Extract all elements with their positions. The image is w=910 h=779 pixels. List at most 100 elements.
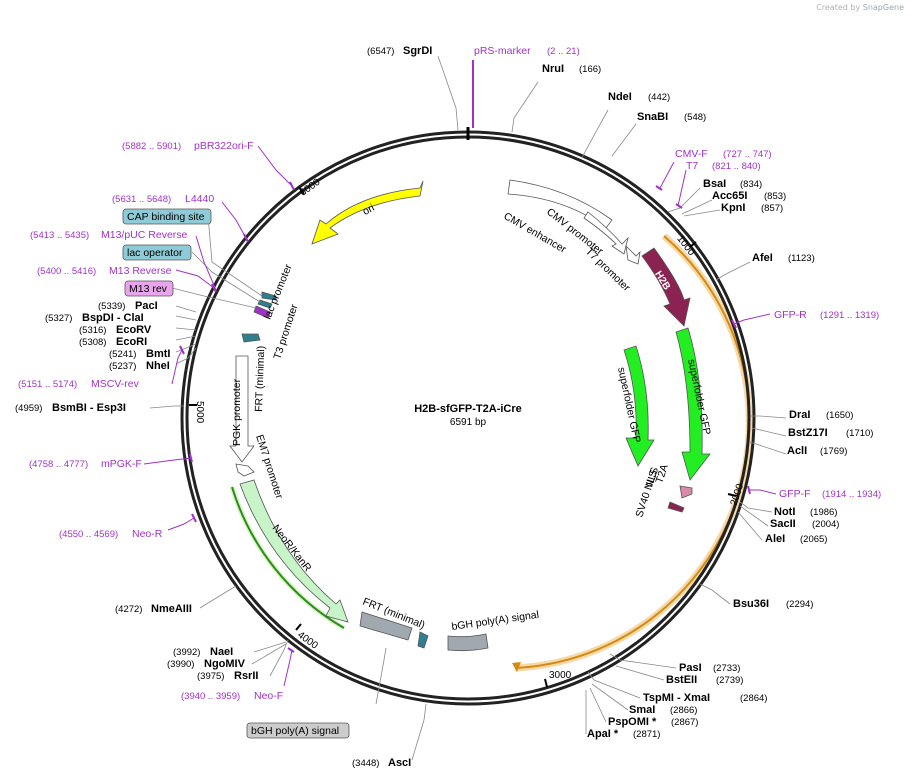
enzyme-pos: (2065) bbox=[800, 534, 827, 545]
leader-line bbox=[207, 215, 263, 297]
primer-line bbox=[283, 649, 293, 687]
m13-rev-label: M13 rev bbox=[129, 283, 168, 295]
enzyme-labels: (6547) SgrDI NruI (166) NdeI (442) SnaBI… bbox=[15, 45, 873, 769]
tick-3000: 3000 bbox=[549, 670, 572, 681]
leader-line bbox=[715, 261, 751, 281]
leader-line bbox=[589, 687, 607, 723]
primer-line bbox=[257, 145, 293, 187]
primer-line bbox=[195, 235, 217, 291]
bgh-polya-box-label: bGH poly(A) signal bbox=[251, 725, 339, 737]
leader-line bbox=[699, 583, 731, 605]
enzyme-name: ApaI * bbox=[587, 728, 619, 740]
primer-name: mPGK-F bbox=[101, 458, 142, 470]
leader-line bbox=[171, 287, 257, 309]
snapgene-brand: SnapGene bbox=[862, 3, 904, 12]
enzyme-name: AleI bbox=[765, 533, 785, 545]
enzyme-pos: (857) bbox=[761, 203, 783, 214]
enzyme-pos: (3448) bbox=[352, 758, 379, 769]
enzyme-name: NmeAIII bbox=[151, 603, 192, 615]
leader-line bbox=[175, 327, 197, 331]
plasmid-size: 6591 bp bbox=[450, 417, 487, 428]
primer-mark bbox=[189, 453, 193, 463]
enzyme-pos: (853) bbox=[764, 191, 786, 202]
primer-line bbox=[143, 457, 193, 465]
primer-mark bbox=[675, 203, 683, 209]
leader-line bbox=[175, 347, 197, 365]
enzyme-pos: (5308) bbox=[79, 337, 106, 348]
leader-line bbox=[587, 671, 641, 699]
enzyme-name: DraI bbox=[789, 409, 810, 421]
cmv-promoter-arrow bbox=[583, 211, 629, 255]
t2a-arrow bbox=[679, 485, 693, 499]
primer-line bbox=[733, 313, 771, 325]
tick-mark bbox=[544, 678, 548, 688]
primer-name: Neo-R bbox=[132, 528, 163, 540]
enzyme-name: PasI bbox=[679, 662, 702, 674]
leader-line bbox=[175, 335, 197, 341]
enzyme-pos: (834) bbox=[740, 179, 762, 190]
primer-range: (1914 .. 1934) bbox=[822, 489, 881, 500]
enzyme-pos: (2294) bbox=[786, 599, 813, 610]
ori-arrow bbox=[311, 180, 424, 245]
leader-line bbox=[411, 703, 427, 761]
enzyme-name: KpnI bbox=[721, 202, 745, 214]
snapgene-credit: Created by SnapGene bbox=[816, 3, 904, 12]
neo-arrow bbox=[239, 479, 349, 623]
leader-line bbox=[667, 187, 701, 213]
enzyme-pos: (2864) bbox=[740, 693, 767, 704]
frt-minimal-label-2: FRT (minimal) bbox=[253, 346, 267, 413]
leader-line bbox=[737, 511, 763, 541]
frt-small-arrow bbox=[417, 631, 429, 649]
primer-mark bbox=[191, 513, 197, 523]
enzyme-name: NruI bbox=[542, 63, 564, 75]
pgk-promoter-label: PGK promoter bbox=[231, 378, 243, 446]
enzyme-pos: (5241) bbox=[109, 349, 136, 360]
primer-name: CMV-F bbox=[675, 148, 708, 160]
pgk-promoter-arrow bbox=[229, 355, 255, 463]
enzyme-name: BsaI bbox=[703, 178, 726, 190]
primer-range: (5151 .. 5174) bbox=[18, 379, 77, 390]
enzyme-name: SacII bbox=[770, 518, 796, 530]
sv40-nls-label: SV40 NLS bbox=[633, 469, 660, 519]
primer-line bbox=[750, 489, 777, 495]
leader-line bbox=[750, 415, 787, 419]
primer-name: M13/pUC Reverse bbox=[101, 229, 188, 241]
leader-line bbox=[375, 647, 387, 705]
lac-operator-mark bbox=[257, 299, 273, 309]
leader-line bbox=[437, 55, 459, 131]
sfgfp-arrow-1 bbox=[675, 327, 711, 481]
lac-operator-label: lac operator bbox=[127, 247, 183, 259]
enzyme-name: NotI bbox=[774, 506, 795, 518]
enzyme-name: AfeI bbox=[752, 252, 773, 264]
enzyme-name: EcoRV bbox=[116, 324, 152, 336]
enzyme-pos: (5339) bbox=[98, 301, 125, 312]
enzyme-name: BmtI bbox=[146, 348, 170, 360]
primer-labels: pRS-marker (2 .. 21) CMV-F (727 .. 747) … bbox=[18, 45, 881, 702]
enzyme-name: AclI bbox=[787, 445, 807, 457]
enzyme-name: NgoMIV bbox=[204, 658, 246, 670]
primer-line bbox=[221, 201, 247, 239]
enzyme-name: SnaBI bbox=[637, 111, 668, 123]
leader-line bbox=[191, 251, 261, 303]
primer-marks bbox=[179, 181, 751, 653]
plasmid-name: H2B-sfGFP-T2A-iCre bbox=[414, 403, 522, 415]
enzyme-name: BstZ17I bbox=[788, 427, 828, 439]
leader-line bbox=[269, 639, 289, 677]
leader-line bbox=[149, 405, 184, 409]
enzyme-pos: (5237) bbox=[109, 361, 136, 372]
primer-range: (821 .. 840) bbox=[712, 161, 761, 172]
enzyme-name: TspMI - XmaI bbox=[643, 692, 710, 704]
enzyme-pos: (2866) bbox=[670, 705, 697, 716]
nls-arrow bbox=[667, 501, 685, 513]
leader-line bbox=[175, 343, 197, 353]
leader-line bbox=[749, 441, 787, 455]
enzyme-name: RsrII bbox=[234, 670, 258, 682]
leader-line bbox=[591, 683, 629, 711]
enzyme-name: PacI bbox=[135, 300, 158, 312]
leader-lines bbox=[149, 55, 787, 761]
primer-name: MSCV-rev bbox=[91, 378, 140, 390]
primer-mark bbox=[655, 185, 663, 191]
primer-mark bbox=[179, 345, 185, 355]
enzyme-pos: (3992) bbox=[173, 647, 200, 658]
enzyme-pos: (3975) bbox=[197, 671, 224, 682]
